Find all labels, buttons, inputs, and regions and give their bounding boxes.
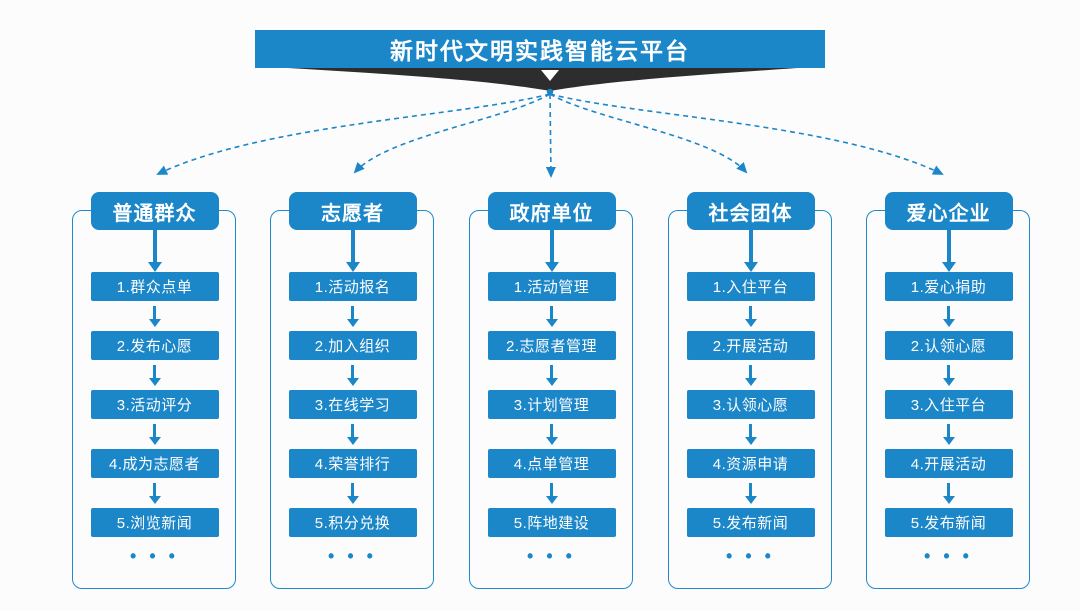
flow-step: 3.活动评分 [90,390,219,419]
arrow-down-icon [942,419,955,449]
arrow-down-icon [743,230,758,272]
arrow-down-icon [942,301,955,331]
flow-step: 4.资源申请 [686,449,815,478]
arrow-down-icon [545,360,558,390]
arrow-down-icon [942,478,955,508]
flow-step: 4.成为志愿者 [90,449,219,478]
arrow-down-icon [942,360,955,390]
flow-step: 1.活动管理 [487,272,616,301]
flow-step: 3.入住平台 [884,390,1013,419]
banner-ribbon [255,66,825,91]
flow-step: 4.点单管理 [487,449,616,478]
connector-col-4 [549,93,748,174]
column-general-public: 普通群众 1.群众点单 2.发布心愿 3.活动评分 4.成为志愿者 5.浏览新闻… [72,192,237,589]
flow-step: 2.发布心愿 [90,331,219,360]
column-header: 政府单位 [487,192,616,230]
arrow-down-icon [545,478,558,508]
arrow-down-icon [148,301,161,331]
column-header: 普通群众 [90,192,219,230]
column-header: 社会团体 [686,192,815,230]
arrow-down-icon [346,360,359,390]
arrow-down-icon [148,478,161,508]
flow-step: 2.认领心愿 [884,331,1013,360]
arrow-down-icon [744,478,757,508]
ellipsis-dots: • • • [527,546,576,566]
column-caring-enterprises: 爱心企业 1.爱心捐助 2.认领心愿 3.入住平台 4.开展活动 5.发布新闻 … [866,192,1031,589]
connector-col-5 [549,93,944,175]
column-header: 志愿者 [288,192,417,230]
arrow-down-icon [544,230,559,272]
arrow-down-icon [148,419,161,449]
arrow-down-icon [346,419,359,449]
platform-title-banner: 新时代文明实践智能云平台 [255,30,825,68]
flow-step: 4.开展活动 [884,449,1013,478]
ellipsis-dots: • • • [130,546,179,566]
flow-step: 3.计划管理 [487,390,616,419]
ribbon-arrow-icon [541,70,559,81]
arrow-down-icon [346,301,359,331]
arrow-down-icon [744,301,757,331]
flow-step: 2.加入组织 [288,331,417,360]
flow-step: 1.爱心捐助 [884,272,1013,301]
arrow-down-icon [148,360,161,390]
flow-step: 3.在线学习 [288,390,417,419]
flow-step: 1.群众点单 [90,272,219,301]
flow-step: 2.志愿者管理 [487,331,616,360]
flow-step: 5.浏览新闻 [90,508,219,537]
flow-step: 2.开展活动 [686,331,815,360]
connector-col-2 [353,93,551,174]
arrow-down-icon [545,301,558,331]
connector-col-3 [545,93,556,178]
ellipsis-dots: • • • [726,546,775,566]
flow-step: 5.阵地建设 [487,508,616,537]
flow-step: 5.发布新闻 [884,508,1013,537]
flow-step: 4.荣誉排行 [288,449,417,478]
ellipsis-dots: • • • [328,546,377,566]
flow-step: 3.认领心愿 [686,390,815,419]
flow-step: 1.活动报名 [288,272,417,301]
arrow-down-icon [941,230,956,272]
column-header: 爱心企业 [884,192,1013,230]
arrow-down-icon [744,419,757,449]
arrow-down-icon [345,230,360,272]
ellipsis-dots: • • • [924,546,973,566]
column-volunteers: 志愿者 1.活动报名 2.加入组织 3.在线学习 4.荣誉排行 5.积分兑换 •… [270,192,435,589]
arrow-down-icon [744,360,757,390]
arrow-down-icon [346,478,359,508]
flow-step: 5.积分兑换 [288,508,417,537]
connector-col-1 [156,93,551,175]
column-government-units: 政府单位 1.活动管理 2.志愿者管理 3.计划管理 4.点单管理 5.阵地建设… [469,192,634,589]
flow-step: 5.发布新闻 [686,508,815,537]
platform-title: 新时代文明实践智能云平台 [390,38,690,64]
arrow-down-icon [147,230,162,272]
arrow-down-icon [545,419,558,449]
flow-step: 1.入住平台 [686,272,815,301]
column-social-organizations: 社会团体 1.入住平台 2.开展活动 3.认领心愿 4.资源申请 5.发布新闻 … [668,192,833,589]
